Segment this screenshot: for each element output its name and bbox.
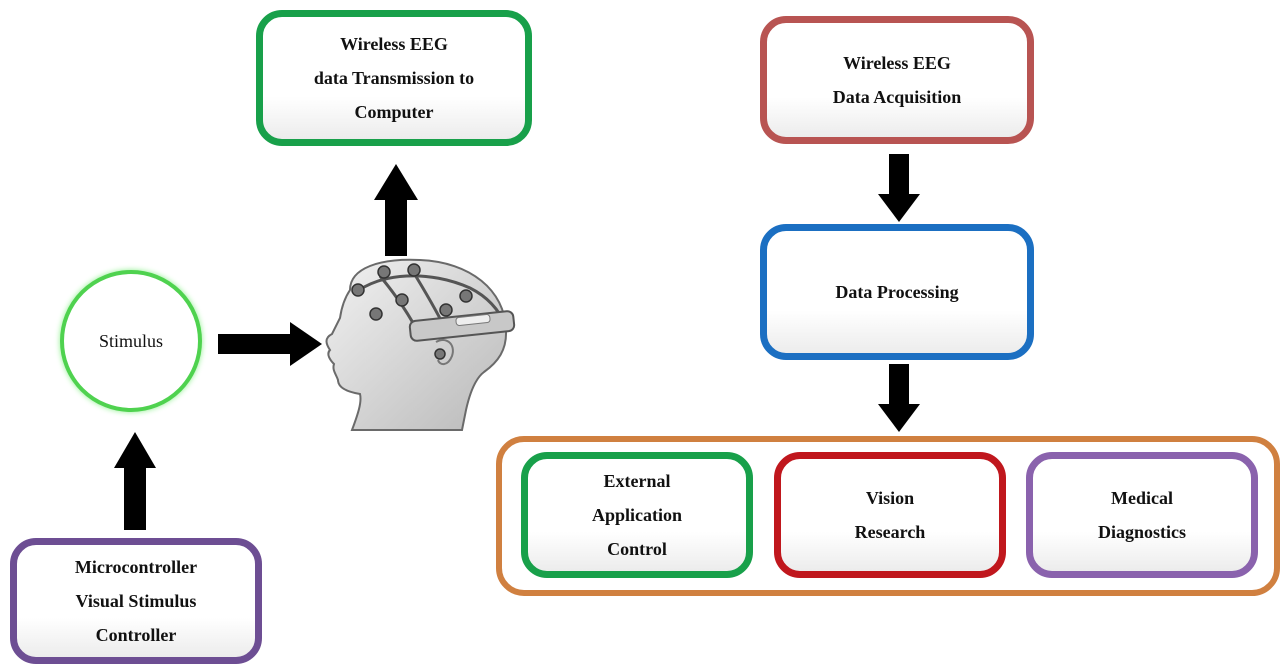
box-label: Research: [854, 522, 926, 542]
box-label: Application: [591, 505, 683, 525]
arrow-up-icon: [114, 432, 156, 530]
box-label: Visual Stimulus: [75, 591, 197, 611]
box-label: Medical: [1111, 488, 1173, 508]
box-label: External: [603, 471, 671, 491]
arrow-right-icon: [218, 322, 322, 366]
arrow-up-icon: [374, 164, 418, 256]
stimulus-label: Stimulus: [98, 330, 164, 351]
eeg-transmission-box: Wireless EEG data Transmission to Comput…: [256, 10, 532, 146]
medical-diagnostics-box: Medical Diagnostics: [1026, 452, 1258, 578]
external-application-control-box: External Application Control: [521, 452, 753, 578]
microcontroller-box: Microcontroller Visual Stimulus Controll…: [10, 538, 262, 664]
stimulus-circle: Stimulus: [60, 270, 202, 412]
box-label: Vision: [865, 488, 915, 508]
box-label: Data Acquisition: [832, 87, 962, 107]
box-label: Microcontroller: [74, 557, 198, 577]
box-label: Control: [607, 539, 667, 559]
box-label: Computer: [354, 102, 434, 122]
box-label: Diagnostics: [1097, 522, 1186, 542]
data-acquisition-box: Wireless EEG Data Acquisition: [760, 16, 1034, 144]
box-label: Wireless EEG: [843, 53, 951, 73]
vision-research-box: Vision Research: [774, 452, 1006, 578]
eeg-headset-head-icon: [325, 258, 516, 431]
data-processing-box: Data Processing: [760, 224, 1034, 360]
box-label: data Transmission to: [313, 68, 475, 88]
box-label: Wireless EEG: [340, 34, 448, 54]
box-label: Data Processing: [835, 282, 959, 302]
box-label: Controller: [95, 625, 177, 645]
arrow-down-icon: [878, 364, 920, 432]
arrow-down-icon: [878, 154, 920, 222]
